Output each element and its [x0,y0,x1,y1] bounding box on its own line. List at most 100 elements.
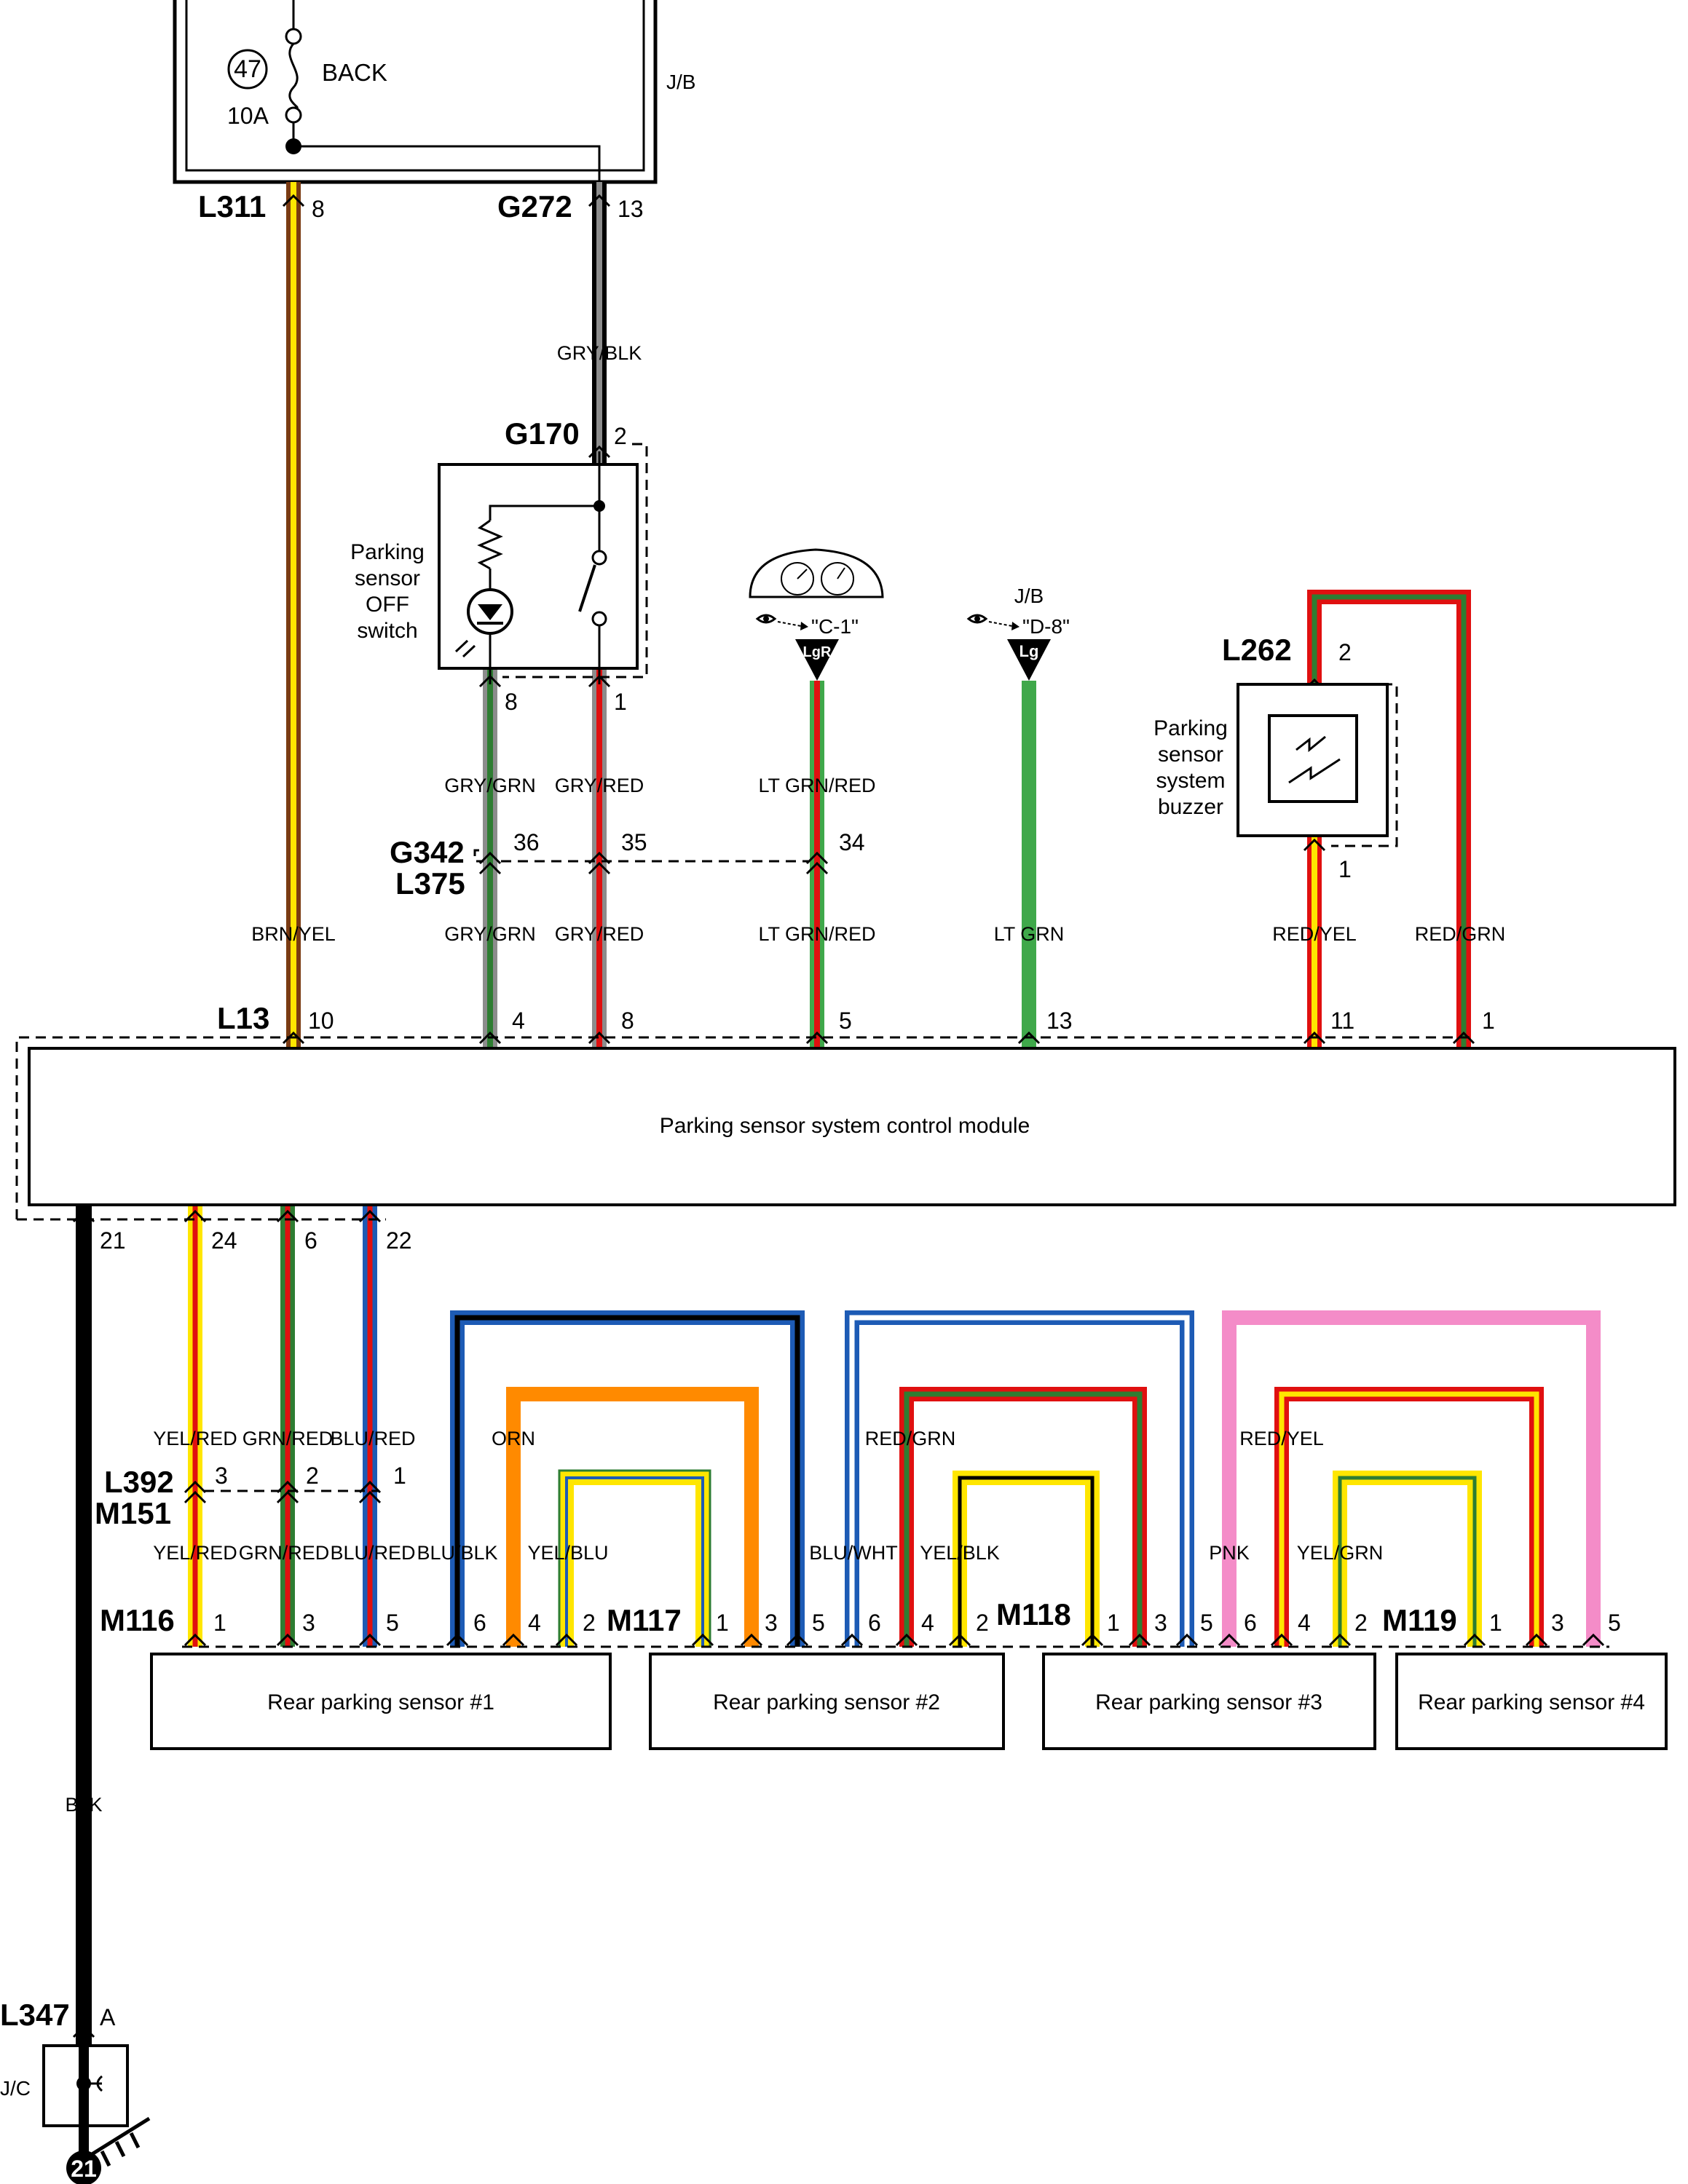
connector-tick [588,1031,611,1045]
wire-code: ORN [492,1428,535,1449]
pin: 5 [1200,1610,1213,1636]
fuse-name: BACK [322,59,387,86]
wire-code: YEL/RED [153,1542,237,1564]
connector-tick [1017,1031,1041,1045]
sensor-4-label: Rear parking sensor #4 [1418,1690,1645,1714]
conn-G342: G342 [390,835,465,869]
module-label: Parking sensor system control module [660,1114,1030,1138]
sensor-1-label: Rear parking sensor #1 [267,1690,494,1714]
wire-code: RED/GRN [865,1428,956,1449]
pin: 2 [614,423,627,449]
connector-tick [478,851,502,865]
pin: 4 [528,1610,541,1636]
connector-tick [184,1633,207,1647]
wire-code: BLK [65,1794,102,1816]
wires [76,182,1601,2075]
wire-code: YEL/BLK [920,1542,1000,1564]
wire-code: LT GRN/RED [758,775,875,796]
connector-tick [948,1633,971,1647]
parking-sensor-off-switch: Parking sensor OFF switch [350,443,648,684]
connector-tick [588,194,611,207]
pin: 34 [839,829,865,855]
connector-tick [805,861,829,875]
wire-code: BLU/RED [330,1428,415,1449]
conn-L262: L262 [1222,633,1292,667]
connector-tick [1303,838,1326,852]
connector-tick [358,1490,382,1504]
wire-code: BRN/YEL [251,923,336,945]
conn-M119: M119 [1382,1603,1457,1637]
fuse-number: 47 [234,55,261,83]
switch-label-2: sensor [355,566,420,590]
conn-G272: G272 [497,189,572,223]
pin: 13 [618,196,644,222]
connector-tick [282,1031,305,1045]
conn-G170: G170 [505,416,580,451]
pin: 4 [512,1008,525,1034]
eye-icon [966,614,988,624]
connector-tick [478,861,502,875]
wire-code: RED/GRN [1415,923,1506,945]
connector-tick [1303,1031,1326,1045]
connector-marks [72,194,1605,2038]
jb-reference: J/B "D-8" Lg [966,585,1070,681]
pin: 5 [839,1008,852,1034]
pin: 11 [1330,1008,1354,1034]
switch-label-4: switch [357,619,417,643]
pin: 2 [1354,1610,1368,1636]
connector-tick [740,1633,763,1647]
connector-tick [446,1633,469,1647]
wire-colour-codes: GRY/BLK GRY/GRN GRY/RED LT GRN/RED BRN/Y… [65,342,1505,1816]
connector-tick [588,445,611,459]
pin: 1 [1482,1008,1495,1034]
connector-tick [184,1490,207,1504]
jb-label: J/B [666,71,695,93]
ground-point-badge [66,2151,101,2184]
pin: 1 [1107,1610,1120,1636]
jb-tag: Lg [1019,642,1039,660]
wire-code: RED/YEL [1239,1428,1324,1449]
pin: 2 [976,1610,989,1636]
wire-code: LT GRN/RED [758,923,875,945]
conn-L375: L375 [395,866,465,901]
connector-tick [588,861,611,875]
connector-tick [555,1633,578,1647]
pin: 1 [716,1610,729,1636]
meter-tag: LgR [803,644,832,660]
connector-tick [358,1633,382,1647]
pin: 3 [765,1610,778,1636]
connector-tick [184,1480,207,1494]
connector-tick [691,1633,714,1647]
wire-code: GRY/RED [555,775,644,796]
eye-icon [755,614,777,624]
wire-code: PNK [1209,1542,1250,1564]
buzzer-label-1: Parking [1153,716,1228,740]
pin: 5 [386,1610,399,1636]
pin: 3 [302,1610,315,1636]
pin: 22 [386,1227,412,1254]
pin: 1 [1489,1610,1502,1636]
connector-tick [1270,1633,1293,1647]
conn-M117: M117 [607,1603,682,1637]
pin: 1 [1338,856,1352,882]
wire-code: YEL/RED [153,1428,237,1449]
connector-tick [805,1031,829,1045]
connector-tick [1463,1633,1486,1647]
jc-label: J/C [0,2077,31,2100]
junction-connector-ground: 21 J/C [0,2038,151,2184]
ground-number: 21 [71,2156,97,2182]
pin: 1 [213,1610,226,1636]
pin: 6 [1244,1610,1257,1636]
pin: 5 [812,1610,825,1636]
pin: 6 [473,1610,486,1636]
connector-tick [1328,1633,1352,1647]
connector-tick [276,1633,299,1647]
rear-sensors: Rear parking sensor #1 Rear parking sens… [150,1645,1668,1750]
wire-code: GRN/RED [239,1542,330,1564]
connector-tick [358,1209,382,1223]
pin: 3 [215,1463,228,1489]
wire-code: GRY/RED [555,923,644,945]
junction-box: J/B 47 BACK 10A [173,0,695,184]
connector-tick [1081,1633,1104,1647]
connector-tick [1128,1633,1151,1647]
